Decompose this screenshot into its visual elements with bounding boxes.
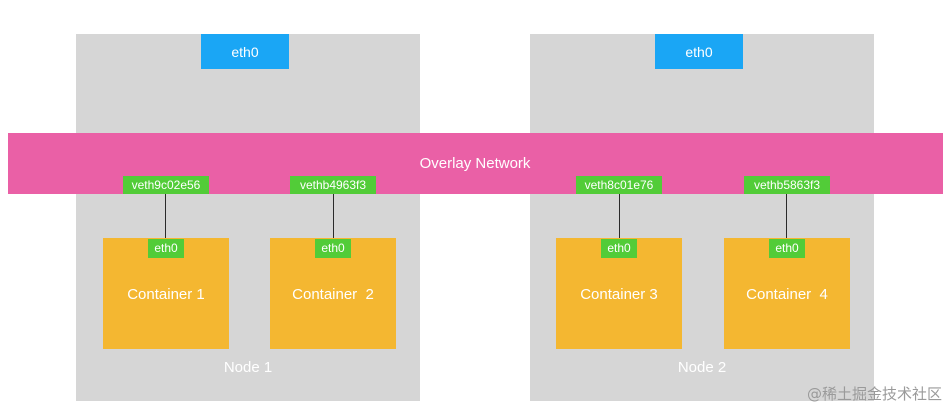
container-1-label: Container 1 (127, 286, 205, 303)
overlay-network-label: Overlay Network (419, 155, 531, 172)
container-2: Container 2 (270, 238, 396, 349)
container-1-eth0: eth0 (148, 239, 184, 258)
node-2-label: Node 2 (677, 359, 727, 376)
veth-container-3: veth8c01e76 (576, 176, 662, 194)
container-4-eth0: eth0 (769, 239, 805, 258)
container-2-label: Container 2 (292, 286, 374, 303)
node-2-eth0: eth0 (655, 34, 743, 69)
container-3-eth0: eth0 (601, 239, 637, 258)
node-1-label: Node 1 (223, 359, 273, 376)
link-container-4 (786, 194, 787, 239)
link-container-2 (333, 194, 334, 239)
container-2-eth0: eth0 (315, 239, 351, 258)
link-container-1 (165, 194, 166, 239)
link-container-3 (619, 194, 620, 239)
container-4-label: Container 4 (746, 286, 828, 303)
node-1-eth0: eth0 (201, 34, 289, 69)
container-3-label: Container 3 (580, 286, 658, 303)
veth-container-4: vethb5863f3 (744, 176, 830, 194)
watermark: @稀土掘金技术社区 (806, 385, 942, 403)
veth-container-1: veth9c02e56 (123, 176, 209, 194)
veth-container-2: vethb4963f3 (290, 176, 376, 194)
